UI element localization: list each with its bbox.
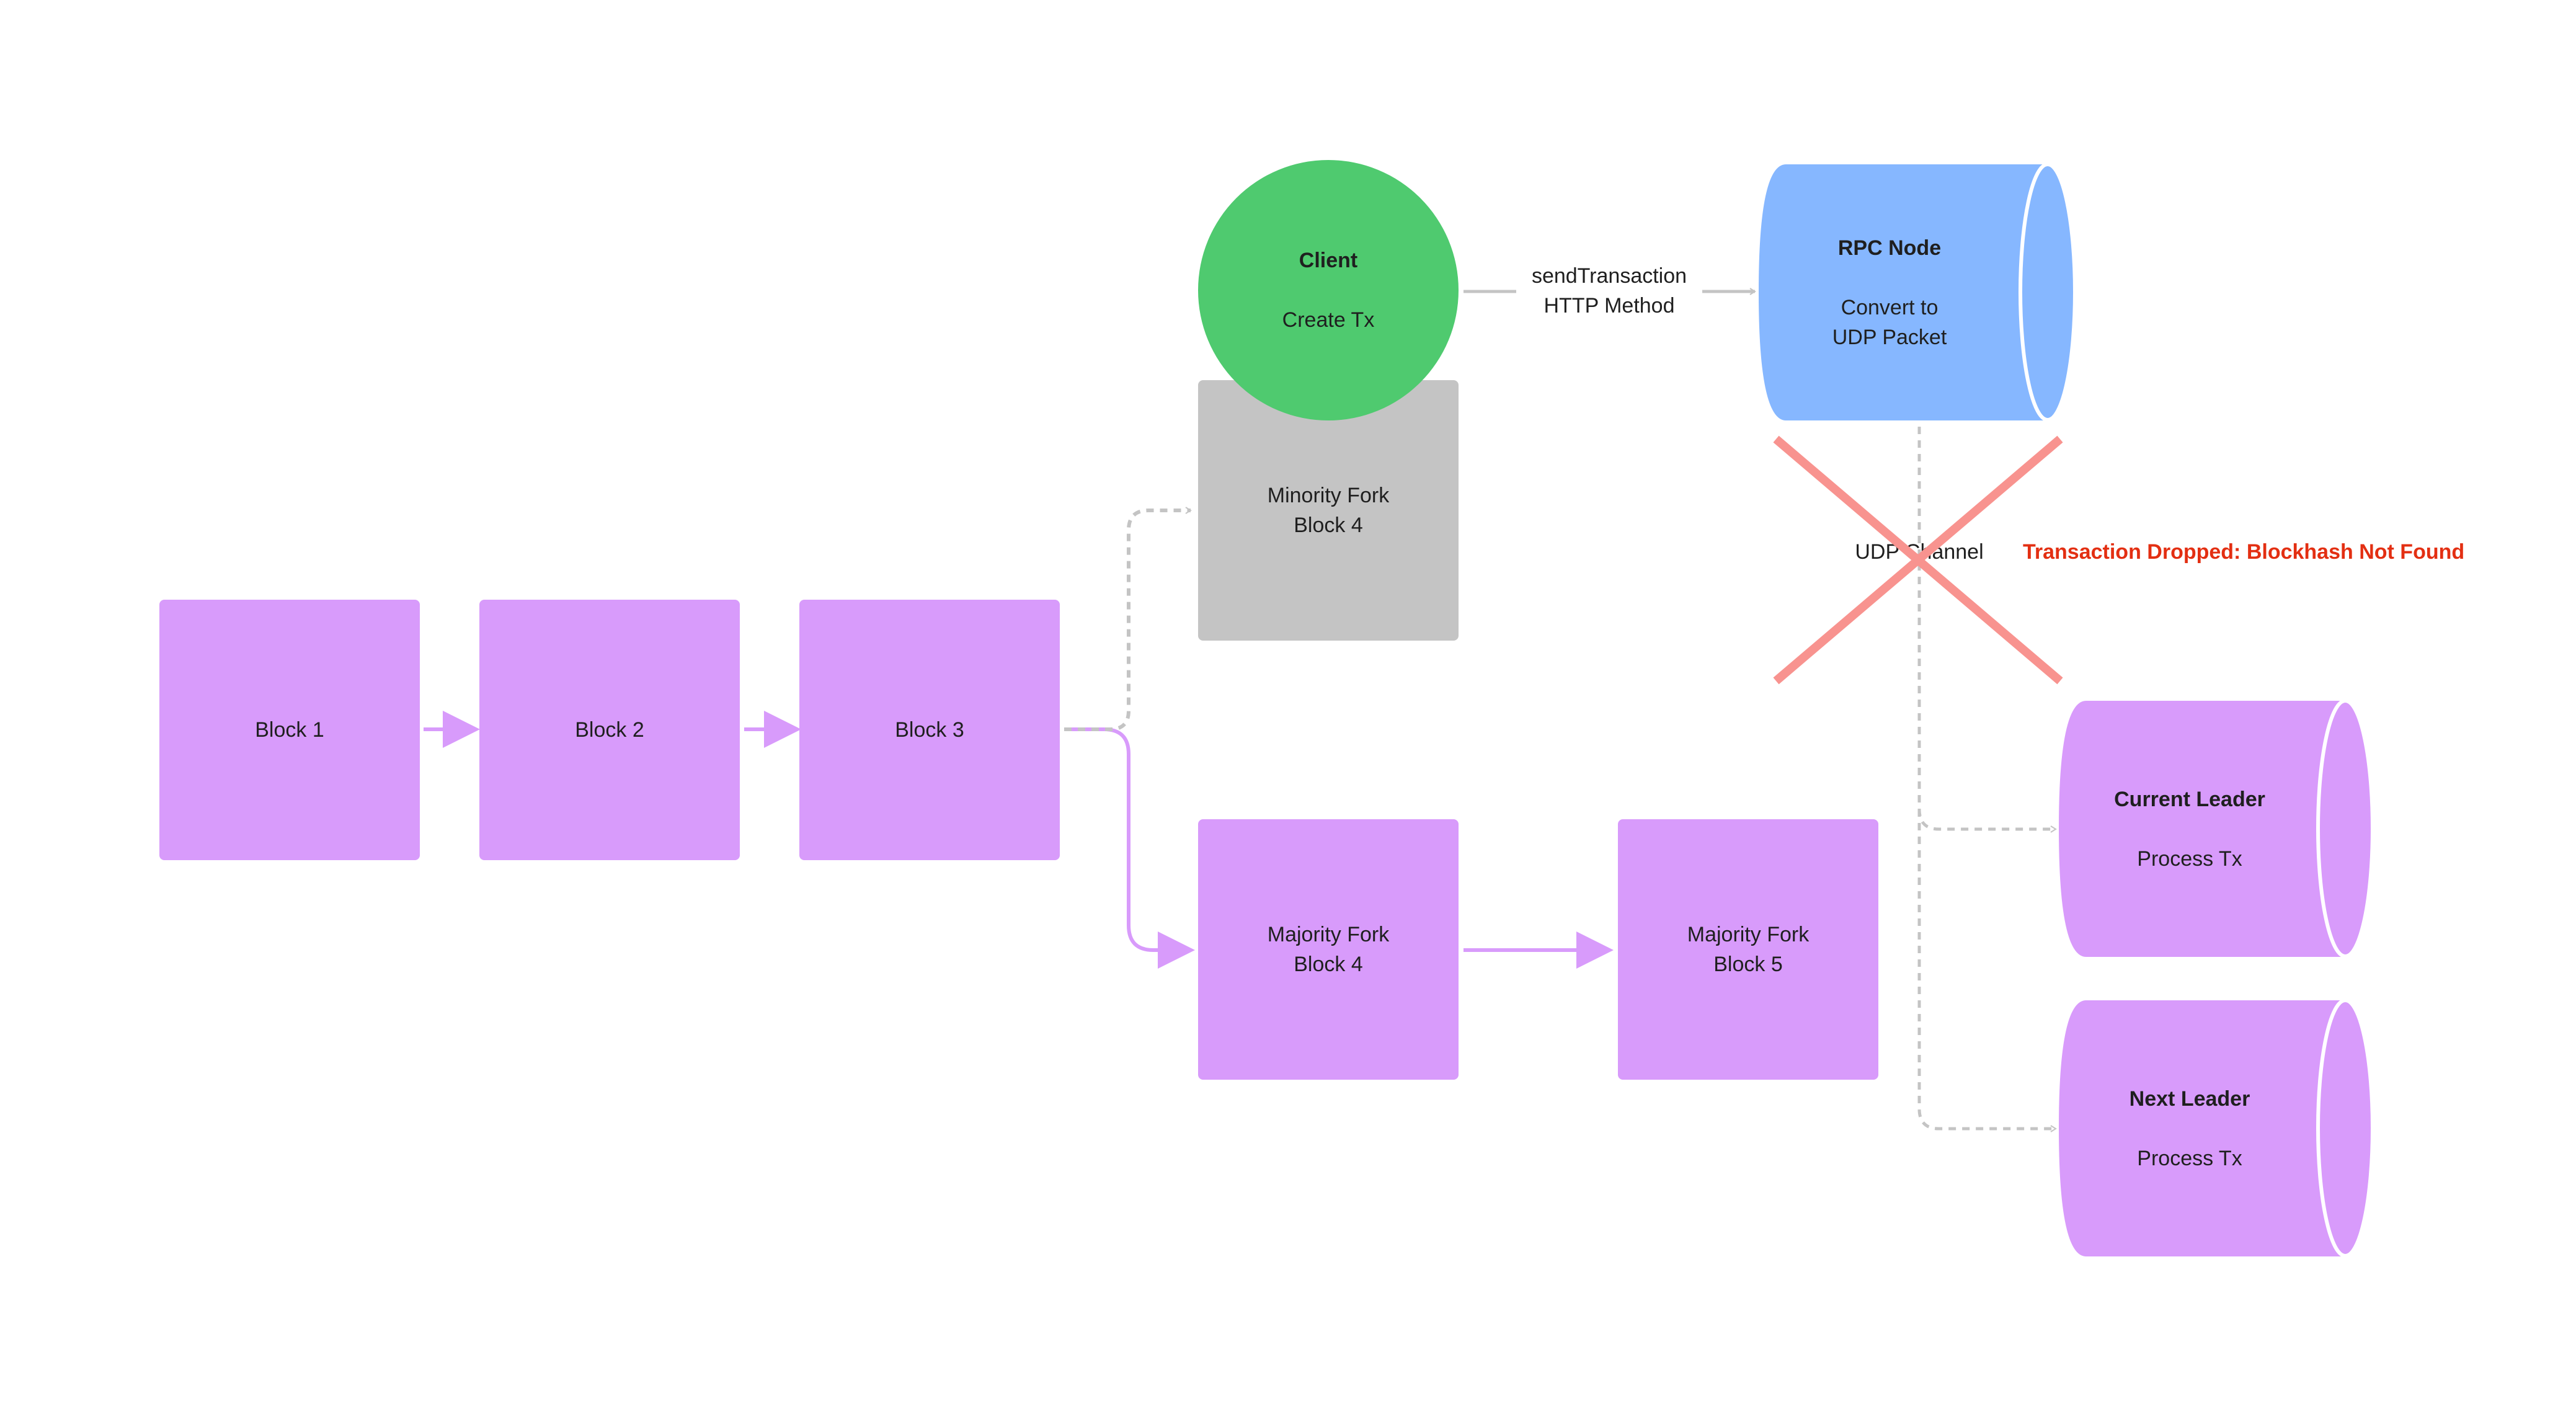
send-transaction-line1: sendTransaction (1531, 264, 1687, 288)
send-transaction-label: sendTransaction HTTP Method (1516, 261, 1702, 321)
block-3-label: Block 3 (895, 718, 964, 742)
next-leader-title: Next Leader (2129, 1087, 2250, 1111)
next-leader: Next Leader Process Tx (2059, 1000, 2321, 1256)
rpc-node: RPC Node Convert to UDP Packet (1759, 164, 2020, 420)
block-2-label: Block 2 (575, 718, 644, 742)
minority-fork-line2: Block 4 (1294, 513, 1363, 537)
next-leader-action: Process Tx (2137, 1146, 2242, 1170)
client-action: Create Tx (1282, 308, 1375, 332)
current-leader: Current Leader Process Tx (2059, 701, 2321, 957)
transaction-dropped-message: Transaction Dropped: Blockhash Not Found (2023, 537, 2464, 567)
udp-channel-text: UDP Channel (1855, 540, 1984, 564)
client-title: Client (1299, 249, 1358, 272)
next-leader-cylinder (2059, 998, 2374, 1258)
block-1: Block 1 (159, 600, 420, 860)
block-3: Block 3 (799, 600, 1060, 860)
majority-fork-block-5: Majority Fork Block 5 (1618, 819, 1878, 1080)
minority-fork-block-4: Minority Fork Block 4 (1198, 380, 1459, 641)
majority-fork-5-line2: Block 5 (1713, 953, 1783, 976)
arrow-block3-minority (1064, 507, 1192, 731)
rpc-node-line2: UDP Packet (1832, 325, 1947, 349)
minority-fork-line1: Minority Fork (1267, 484, 1390, 507)
block-1-label: Block 1 (255, 718, 324, 742)
block-2: Block 2 (479, 600, 740, 860)
send-transaction-line2: HTTP Method (1543, 294, 1675, 318)
majority-fork-block-4: Majority Fork Block 4 (1198, 819, 1459, 1080)
majority-fork-4-line1: Majority Fork (1267, 923, 1390, 946)
majority-fork-4-line2: Block 4 (1294, 953, 1363, 976)
transaction-dropped-text: Transaction Dropped: Blockhash Not Found (2023, 540, 2465, 564)
majority-fork-5-line1: Majority Fork (1687, 923, 1810, 946)
udp-channel-label: UDP Channel (1826, 537, 2012, 567)
client-node: Client Create Tx (1198, 160, 1459, 420)
arrow-block3-majority4 (1064, 727, 1195, 969)
rpc-node-line1: Convert to (1841, 295, 1939, 319)
rpc-node-cylinder (1759, 162, 2077, 422)
rpc-node-title: RPC Node (1837, 236, 1942, 260)
udp-channel-next-leader (1917, 809, 2057, 1132)
current-leader-cylinder (2059, 699, 2374, 958)
current-leader-title: Current Leader (2114, 787, 2265, 811)
current-leader-action: Process Tx (2137, 847, 2242, 871)
udp-channel-line (1917, 427, 2057, 833)
